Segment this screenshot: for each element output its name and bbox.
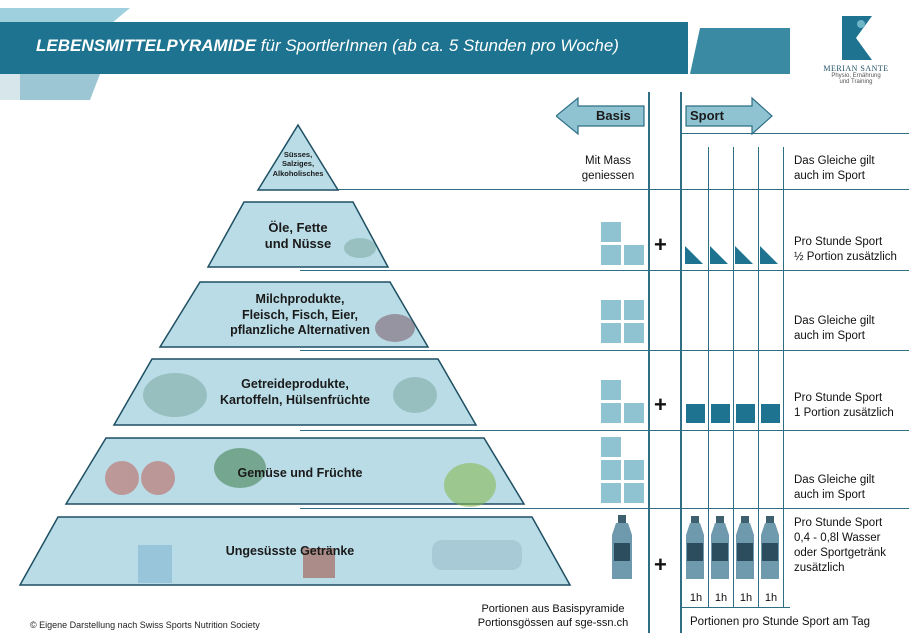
row-divider	[300, 270, 909, 271]
portion-square	[601, 483, 621, 503]
sport-portion-square	[686, 404, 705, 423]
sport-note: Das Gleiche gilt auch im Sport	[794, 155, 875, 182]
portion-square	[624, 245, 644, 265]
sport-note: Pro Stunde Sport ½ Portion zusätzlich	[794, 236, 897, 263]
basis-arrow-icon	[556, 96, 645, 136]
hour-col-divider	[708, 147, 709, 607]
portion-square	[601, 222, 621, 242]
logo-name: MERIAN SANTE	[823, 64, 889, 73]
basis-footer-line1: Portionen aus Basispyramide	[481, 603, 625, 615]
sport-note: Pro Stunde Sport 1 Portion zusätzlich	[794, 392, 894, 419]
row-divider	[300, 350, 909, 351]
hour-col-divider	[733, 147, 734, 607]
hour-col-divider	[758, 147, 759, 607]
half-portion-triangles	[685, 246, 778, 264]
basis-footer: Portionen aus Basispyramide Portionsgöss…	[460, 602, 646, 631]
logo-mark-icon	[842, 16, 872, 60]
logo-tagline-1: Physio, Ernährung	[831, 73, 881, 79]
plus-sign: +	[654, 552, 667, 577]
credit-text: © Eigene Darstellung nach Swiss Sports N…	[30, 620, 260, 630]
header-banner	[0, 8, 790, 100]
basis-footer-line2: Portionsgössen auf sge-ssn.ch	[477, 617, 629, 630]
sport-note: Das Gleiche gilt auch im Sport	[794, 315, 875, 342]
portion-square	[624, 460, 644, 480]
sport-portion-square	[736, 404, 755, 423]
portion-square	[601, 323, 621, 343]
page-title: LEBENSMITTELPYRAMIDE für SportlerInnen (…	[36, 36, 619, 55]
hour-label: 1h	[739, 592, 753, 604]
level-label-dairy: Milchprodukte, Fleisch, Fisch, Eier, pfl…	[230, 292, 370, 338]
divider-basis	[648, 92, 650, 633]
sport-arrow-icon	[685, 96, 773, 136]
portion-square	[601, 380, 621, 400]
logo: MERIAN SANTE Physio, Ernährung und Train…	[808, 14, 904, 104]
row-divider	[300, 430, 909, 431]
row-divider	[682, 133, 909, 134]
portion-square	[624, 323, 644, 343]
portion-square	[601, 300, 621, 320]
divider-sport	[680, 92, 682, 633]
portion-square	[624, 300, 644, 320]
hour-label: 1h	[689, 592, 703, 604]
plus-sign: +	[654, 232, 667, 257]
sport-note: Pro Stunde Sport 0,4 - 0,8l Wasser oder …	[794, 517, 887, 574]
sport-note: Das Gleiche gilt auch im Sport	[794, 474, 875, 501]
portion-square	[601, 437, 621, 457]
level-label-sweets: Süsses, Salziges, Alkoholisches	[272, 150, 324, 178]
hour-label: 1h	[764, 592, 778, 604]
portion-square	[601, 460, 621, 480]
sport-portion-square	[761, 404, 780, 423]
level-label-grains: Getreideprodukte, Kartoffeln, Hülsenfrüc…	[219, 377, 370, 407]
basis-row1-text: Mit Mass geniessen	[581, 155, 635, 182]
plus-sign: +	[654, 392, 667, 417]
sport-bottles-icon	[686, 516, 779, 579]
basis-label: Basis	[596, 108, 631, 123]
hour-col-divider	[783, 147, 784, 607]
row-divider	[300, 508, 909, 509]
level-label-vegetables: Gemüse und Früchte	[237, 466, 363, 480]
row-divider	[300, 189, 909, 190]
portion-square	[601, 245, 621, 265]
level-label-fats: Öle, Fette und Nüsse	[264, 220, 332, 252]
pyramid-level-sweets	[256, 123, 340, 191]
hour-label: 1h	[714, 592, 728, 604]
portion-square	[624, 403, 644, 423]
portion-square	[624, 483, 644, 503]
pyramid-level-vegetables	[64, 437, 526, 505]
logo-tagline-2: und Training	[839, 79, 873, 85]
water-bottle-icon	[612, 515, 632, 579]
pyramid-level-grains	[112, 358, 478, 426]
pyramid-level-fats	[206, 201, 390, 268]
level-label-drinks: Ungesüsste Getränke	[225, 544, 355, 558]
portion-square	[601, 403, 621, 423]
row-divider	[682, 607, 790, 608]
sport-label: Sport	[690, 108, 724, 123]
sport-footer: Portionen pro Stunde Sport am Tag	[690, 616, 871, 628]
pyramid-level-dairy	[158, 281, 430, 348]
sport-portion-square	[711, 404, 730, 423]
